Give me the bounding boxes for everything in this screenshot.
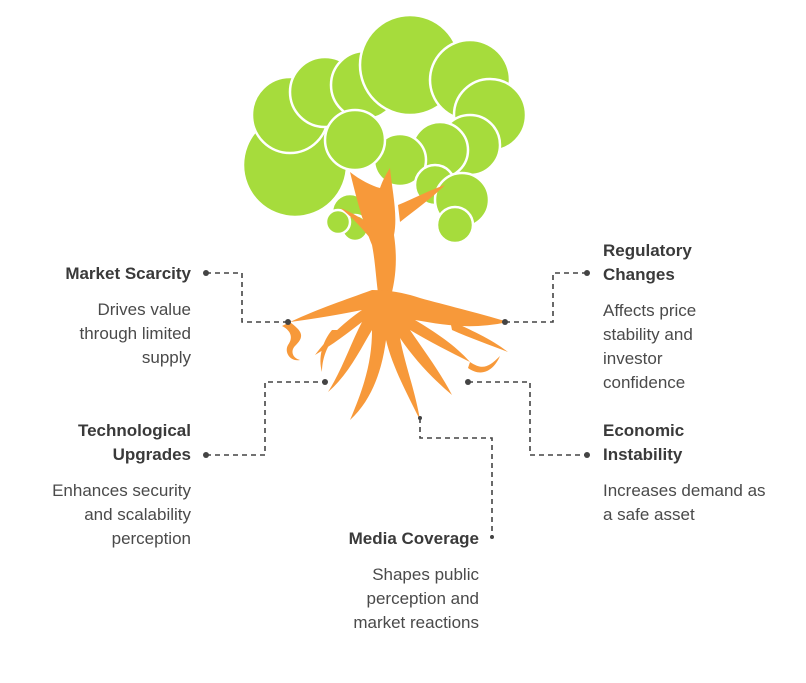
endpoint-dot — [465, 379, 471, 385]
market-scarcity-description: Drives value through limited supply — [79, 300, 191, 367]
connector-regulatory-changes — [505, 272, 587, 323]
connector-technological-upgrades — [206, 381, 325, 456]
endpoint-dot — [322, 379, 328, 385]
regulatory-changes-block: Regulatory Changes Affects price stabili… — [603, 239, 723, 395]
connector-media-coverage — [419, 418, 493, 537]
connector-market-scarcity — [206, 272, 288, 323]
endpoint-dot — [203, 452, 209, 458]
media-coverage-block: Media Coverage Shapes public perception … — [300, 527, 479, 635]
connector-endpoints — [203, 270, 590, 539]
economic-instability-description: Increases demand as a safe asset — [603, 481, 766, 524]
connectors — [206, 272, 587, 537]
endpoint-dot — [285, 319, 291, 325]
technological-upgrades-description: Enhances security and scalability percep… — [52, 481, 191, 548]
technological-upgrades-title: Technological Upgrades — [77, 421, 191, 464]
connector-economic-instability — [468, 381, 587, 456]
regulatory-changes-title: Regulatory Changes — [603, 241, 692, 284]
economic-instability-block: Economic Instability Increases demand as… — [603, 419, 778, 527]
media-coverage-description: Shapes public perception and market reac… — [353, 565, 479, 632]
market-scarcity-block: Market Scarcity Drives value through lim… — [20, 262, 191, 370]
economic-instability-title: Economic Instability — [603, 421, 685, 464]
endpoint-dot — [584, 270, 590, 276]
media-coverage-title: Media Coverage — [348, 529, 479, 548]
market-scarcity-title: Market Scarcity — [65, 264, 191, 283]
tree-trunk — [282, 168, 508, 420]
endpoint-dot — [490, 535, 494, 539]
endpoint-dot — [502, 319, 508, 325]
endpoint-dot — [584, 452, 590, 458]
technological-upgrades-block: Technological Upgrades Enhances security… — [20, 419, 191, 551]
endpoint-dot — [203, 270, 209, 276]
endpoint-dot — [418, 416, 422, 420]
tree-foliage — [241, 13, 528, 245]
regulatory-changes-description: Affects price stability and investor con… — [603, 301, 697, 392]
